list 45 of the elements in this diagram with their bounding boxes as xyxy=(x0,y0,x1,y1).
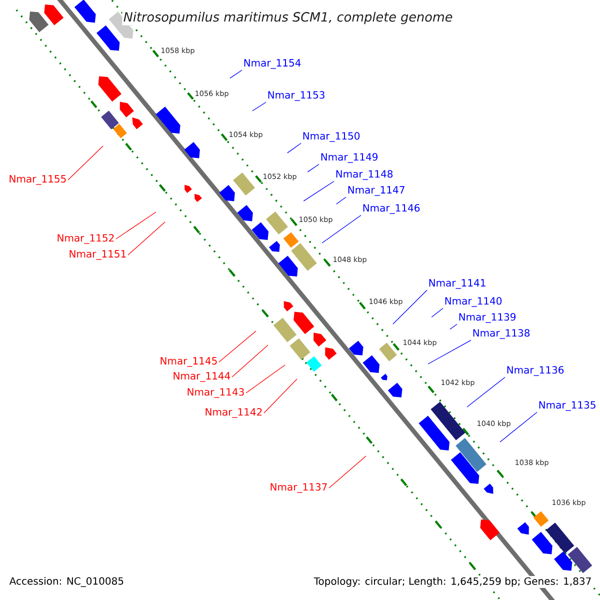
gene-label: Nmar_1151 xyxy=(70,250,126,260)
gene-label: Nmar_1146 xyxy=(363,204,420,214)
leader-line xyxy=(428,340,472,364)
leader-line xyxy=(218,330,256,362)
leader-line xyxy=(246,364,286,394)
gene-label: Nmar_1154 xyxy=(244,59,301,69)
gene-label: Nmar_1135 xyxy=(539,401,596,411)
leader-line xyxy=(307,164,320,172)
leader-line xyxy=(466,376,506,408)
leader-line xyxy=(431,308,444,318)
leader-line xyxy=(328,456,366,488)
gene-label: Nmar_1139 xyxy=(459,313,516,323)
leader-line xyxy=(116,212,156,240)
leader-line xyxy=(230,70,242,79)
leader-line xyxy=(450,324,458,330)
gene-label: Nmar_1145 xyxy=(160,357,217,367)
gene-label: Nmar_1150 xyxy=(303,132,360,142)
gene-label: Nmar_1153 xyxy=(268,91,324,101)
leader-line xyxy=(287,142,302,154)
leader-line xyxy=(252,102,266,112)
gene-label: Nmar_1137 xyxy=(270,483,327,493)
gene-label: Nmar_1152 xyxy=(58,234,114,244)
gene-label: Nmar_1138 xyxy=(473,329,530,339)
leader-line xyxy=(68,146,104,180)
gene-label: Nmar_1142 xyxy=(206,408,262,418)
gene-label: Nmar_1149 xyxy=(321,153,378,163)
gene-label: Nmar_1140 xyxy=(445,297,502,307)
leader-line xyxy=(264,378,298,414)
footer-text: Accession: NC_010085 xyxy=(8,576,126,588)
gene-label: Nmar_1148 xyxy=(336,170,393,180)
leader-line xyxy=(128,222,166,256)
leader-line xyxy=(500,412,538,442)
title: Nitrosopumilus maritimus SCM1, complete genome xyxy=(122,10,454,26)
leader-line xyxy=(322,214,362,244)
leader-line xyxy=(336,196,346,204)
gene-label: Nmar_1144 xyxy=(174,372,230,382)
gene-label: Nmar_1143 xyxy=(188,388,244,398)
leader-line xyxy=(392,290,428,324)
gene-label: Nmar_1136 xyxy=(507,366,564,376)
gene-label: Nmar_1141 xyxy=(429,279,486,289)
gene-label: Nmar_1147 xyxy=(348,186,404,196)
gene-label: Nmar_1155 xyxy=(10,175,66,185)
footer-text: Topology: circular; Length: 1,645,259 bp; Genes: 1,837 xyxy=(312,576,593,588)
leader-line xyxy=(232,344,268,378)
leader-line xyxy=(303,180,334,202)
